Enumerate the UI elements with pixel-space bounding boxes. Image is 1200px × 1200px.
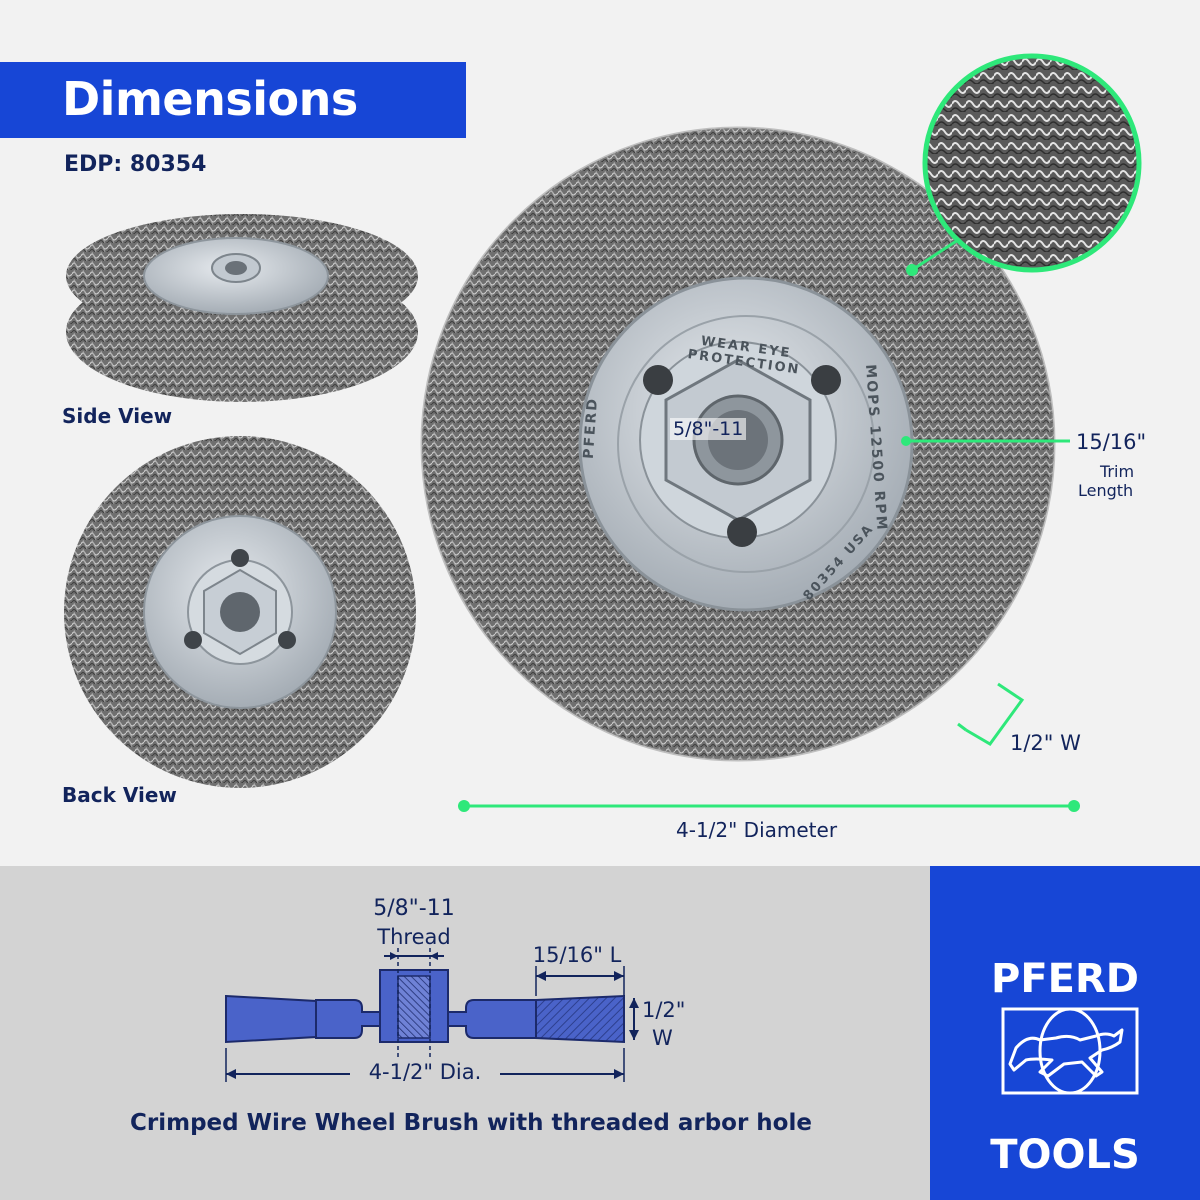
magnified-wire-detail <box>906 53 1142 276</box>
diameter-dia-label: 4-1/2" Dia. <box>368 1060 482 1084</box>
thread-value: 5/8"-11 <box>373 896 455 921</box>
width-label: 1/2" W <box>1010 731 1081 755</box>
horse-logo-icon <box>1001 1007 1139 1095</box>
width-value: 1/2" <box>642 998 686 1022</box>
trim-caption-1: Trim <box>1100 462 1135 481</box>
diagram-caption: Crimped Wire Wheel Brush with threaded a… <box>130 1110 812 1136</box>
back-view-wheel <box>64 436 416 788</box>
back-view-label: Back View <box>62 783 177 807</box>
title-bar <box>0 62 466 138</box>
width-unit: W <box>652 1026 673 1050</box>
side-view-label: Side View <box>62 404 173 428</box>
trim-length-marker <box>901 436 1070 446</box>
brand-logo-panel: PFERD TOOLS <box>930 866 1200 1200</box>
length-label: 15/16" L <box>532 943 622 967</box>
page-title: Dimensions <box>62 72 358 126</box>
thread-label: Thread <box>377 925 451 949</box>
width-marker <box>957 682 1025 746</box>
diameter-marker <box>458 800 1080 812</box>
trim-caption-2: Length <box>1078 481 1134 500</box>
diameter-label: 4-1/2" Diameter <box>676 818 838 842</box>
bore-label: 5/8"-11 <box>670 418 747 440</box>
cross-section-panel <box>0 866 930 1200</box>
logo-line-1: PFERD <box>991 956 1139 1002</box>
side-view-wheel <box>66 214 418 402</box>
edp-number: EDP: 80354 <box>64 152 207 177</box>
main-wheel <box>420 126 1056 762</box>
trim-value: 15/16" <box>1076 430 1147 454</box>
logo-line-2: TOOLS <box>990 1132 1140 1178</box>
